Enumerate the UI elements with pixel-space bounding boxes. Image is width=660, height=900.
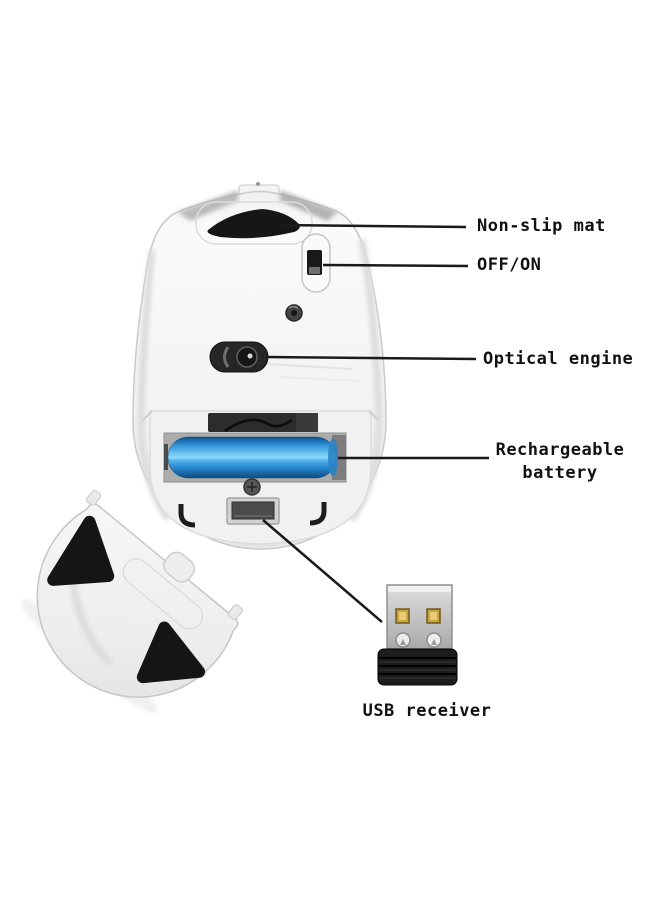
battery-wire	[224, 418, 293, 433]
battery-contact	[164, 444, 168, 470]
usb-contact-highlight	[399, 612, 406, 620]
mat-recess	[195, 201, 313, 245]
cover-pad	[47, 515, 115, 586]
label-non-slip-mat: Non-slip mat	[477, 216, 606, 236]
cover-latch-outline	[122, 558, 204, 630]
bay-corner	[142, 410, 153, 421]
cover-clip	[86, 490, 102, 506]
left-bracket-mark	[178, 504, 196, 528]
bay-screw	[243, 478, 261, 496]
callout-line-usb-receiver	[262, 519, 383, 623]
callout-line-optical-engine	[265, 355, 477, 361]
power-switch	[301, 233, 331, 293]
usb-receiver	[377, 584, 458, 686]
usb-contact-highlight	[430, 612, 437, 620]
set-screw	[285, 304, 303, 322]
label-rechargeable-battery-line2: battery	[522, 463, 598, 483]
cover-pad	[136, 621, 206, 684]
head-right-wedge	[280, 190, 338, 221]
battery-bay	[142, 410, 379, 545]
callout-line-non-slip-mat	[276, 223, 467, 229]
mouse-bottom-view	[132, 182, 387, 550]
usb-hole-notch	[400, 639, 406, 645]
usb-plug-rim	[388, 586, 451, 592]
head-left-wedge	[178, 190, 238, 221]
battery-cover	[20, 490, 243, 713]
label-rechargeable-battery: Rechargeable battery	[490, 439, 630, 485]
battery-end-cap	[328, 438, 338, 477]
label-off-on: OFF/ON	[477, 255, 542, 275]
cover-clip	[227, 604, 243, 620]
right-bracket-mark	[309, 502, 327, 526]
label-rechargeable-battery-line1: Rechargeable	[495, 440, 625, 460]
label-usb-receiver: USB receiver	[362, 701, 492, 721]
rechargeable-battery	[167, 436, 337, 479]
non-slip-mat	[207, 209, 300, 239]
usb-cap-ribs	[379, 657, 456, 675]
switch-slider	[309, 267, 320, 274]
bay-interior-shade	[296, 413, 318, 432]
label-optical-engine: Optical engine	[483, 349, 634, 369]
cover-latch-tab	[163, 551, 196, 583]
optical-engine	[209, 341, 269, 373]
bay-corner	[368, 410, 379, 421]
charging-port	[226, 497, 280, 525]
seam-line	[267, 363, 353, 370]
callout-line-off-on	[322, 263, 469, 268]
seam-line	[279, 376, 361, 382]
top-tick	[256, 182, 260, 186]
callout-lines	[262, 223, 489, 623]
usb-hole-notch	[431, 639, 437, 645]
usb-cap-rib-highlights	[380, 661, 455, 679]
